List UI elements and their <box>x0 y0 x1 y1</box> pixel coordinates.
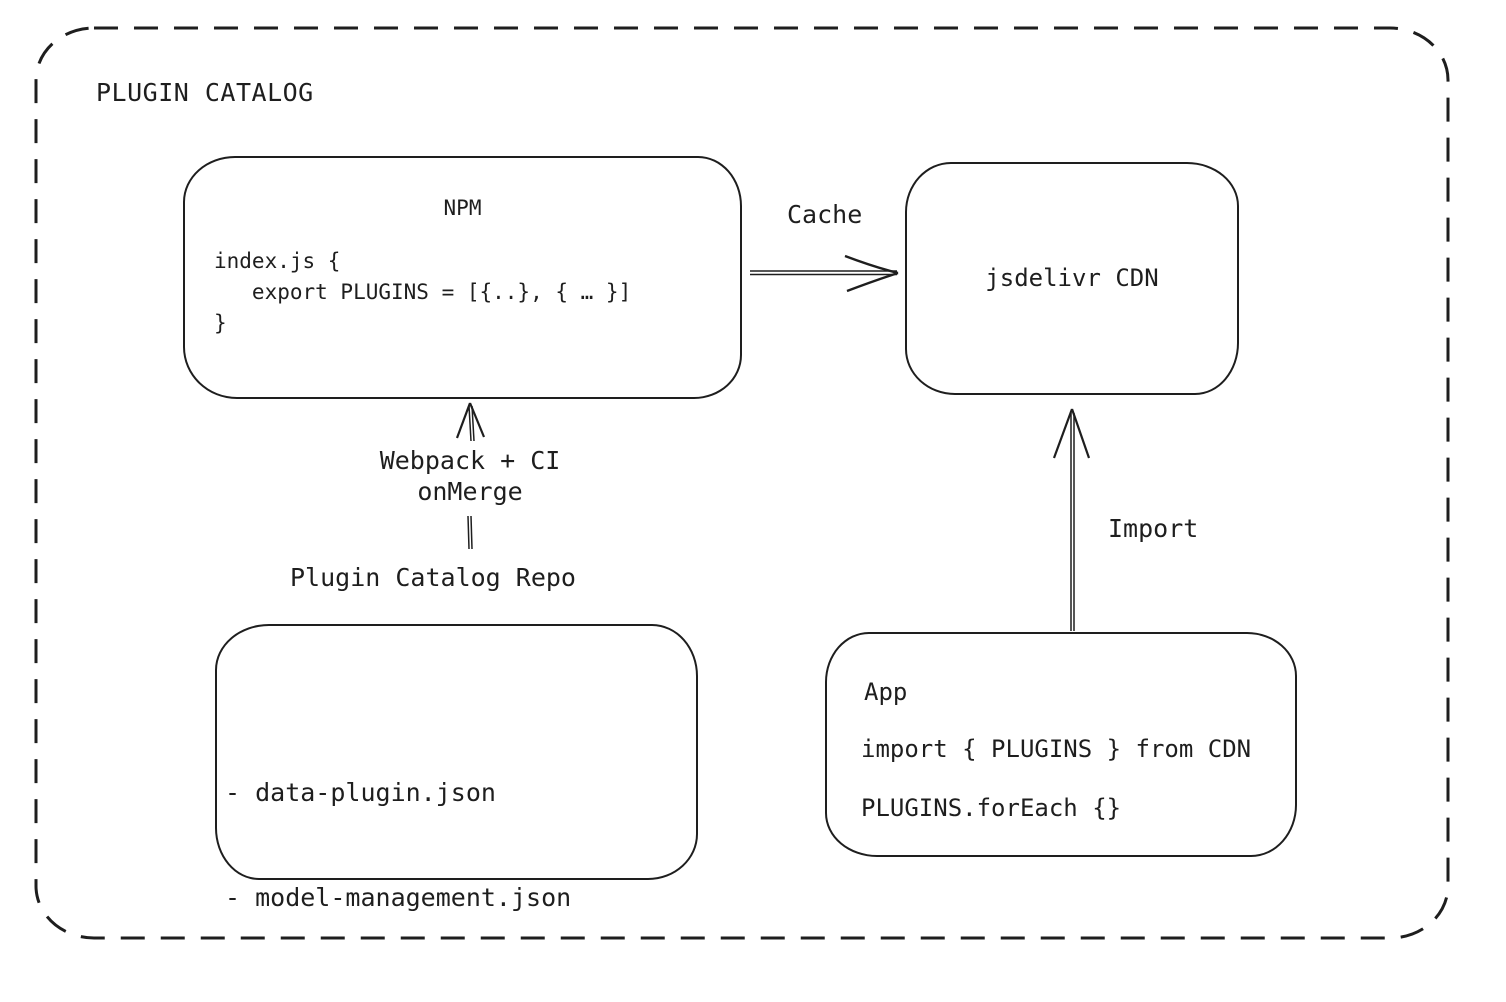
import-edge-label: Import <box>1108 514 1199 543</box>
cache-arrow <box>750 254 899 293</box>
repo-file-item: ... <box>225 985 571 1002</box>
build-arrow <box>455 402 486 550</box>
node-npm-code: index.js { export PLUGINS = [{..}, { … }… <box>214 249 632 335</box>
node-repo-label: Plugin Catalog Repo <box>290 563 576 592</box>
repo-file-item: - data-plugin.json <box>225 778 496 807</box>
cache-edge-label: Cache <box>787 200 863 229</box>
node-app-title: App <box>864 678 908 706</box>
catalog-boundary-outline <box>34 26 1450 940</box>
catalog-title: PLUGIN CATALOG <box>96 78 314 107</box>
node-app-import-line: import { PLUGINS } from CDN <box>861 735 1252 763</box>
node-npm-title: NPM <box>443 196 482 220</box>
node-repo: - data-plugin.json - model-management.js… <box>215 624 698 1002</box>
repo-file-item: - model-management.json <box>225 883 572 912</box>
import-arrow <box>1052 408 1091 631</box>
build-edge-label: Webpack + CI onMerge <box>379 446 561 506</box>
node-npm: NPM index.js { export PLUGINS = [{..}, {… <box>183 156 742 399</box>
node-repo-files: - data-plugin.json - model-management.js… <box>225 705 571 1002</box>
node-cdn: jsdelivr CDN <box>905 162 1239 395</box>
node-app: App import { PLUGINS } from CDN PLUGINS.… <box>825 632 1297 857</box>
node-app-foreach-line: PLUGINS.forEach {} <box>861 794 1122 822</box>
node-cdn-title: jsdelivr CDN <box>985 264 1159 292</box>
